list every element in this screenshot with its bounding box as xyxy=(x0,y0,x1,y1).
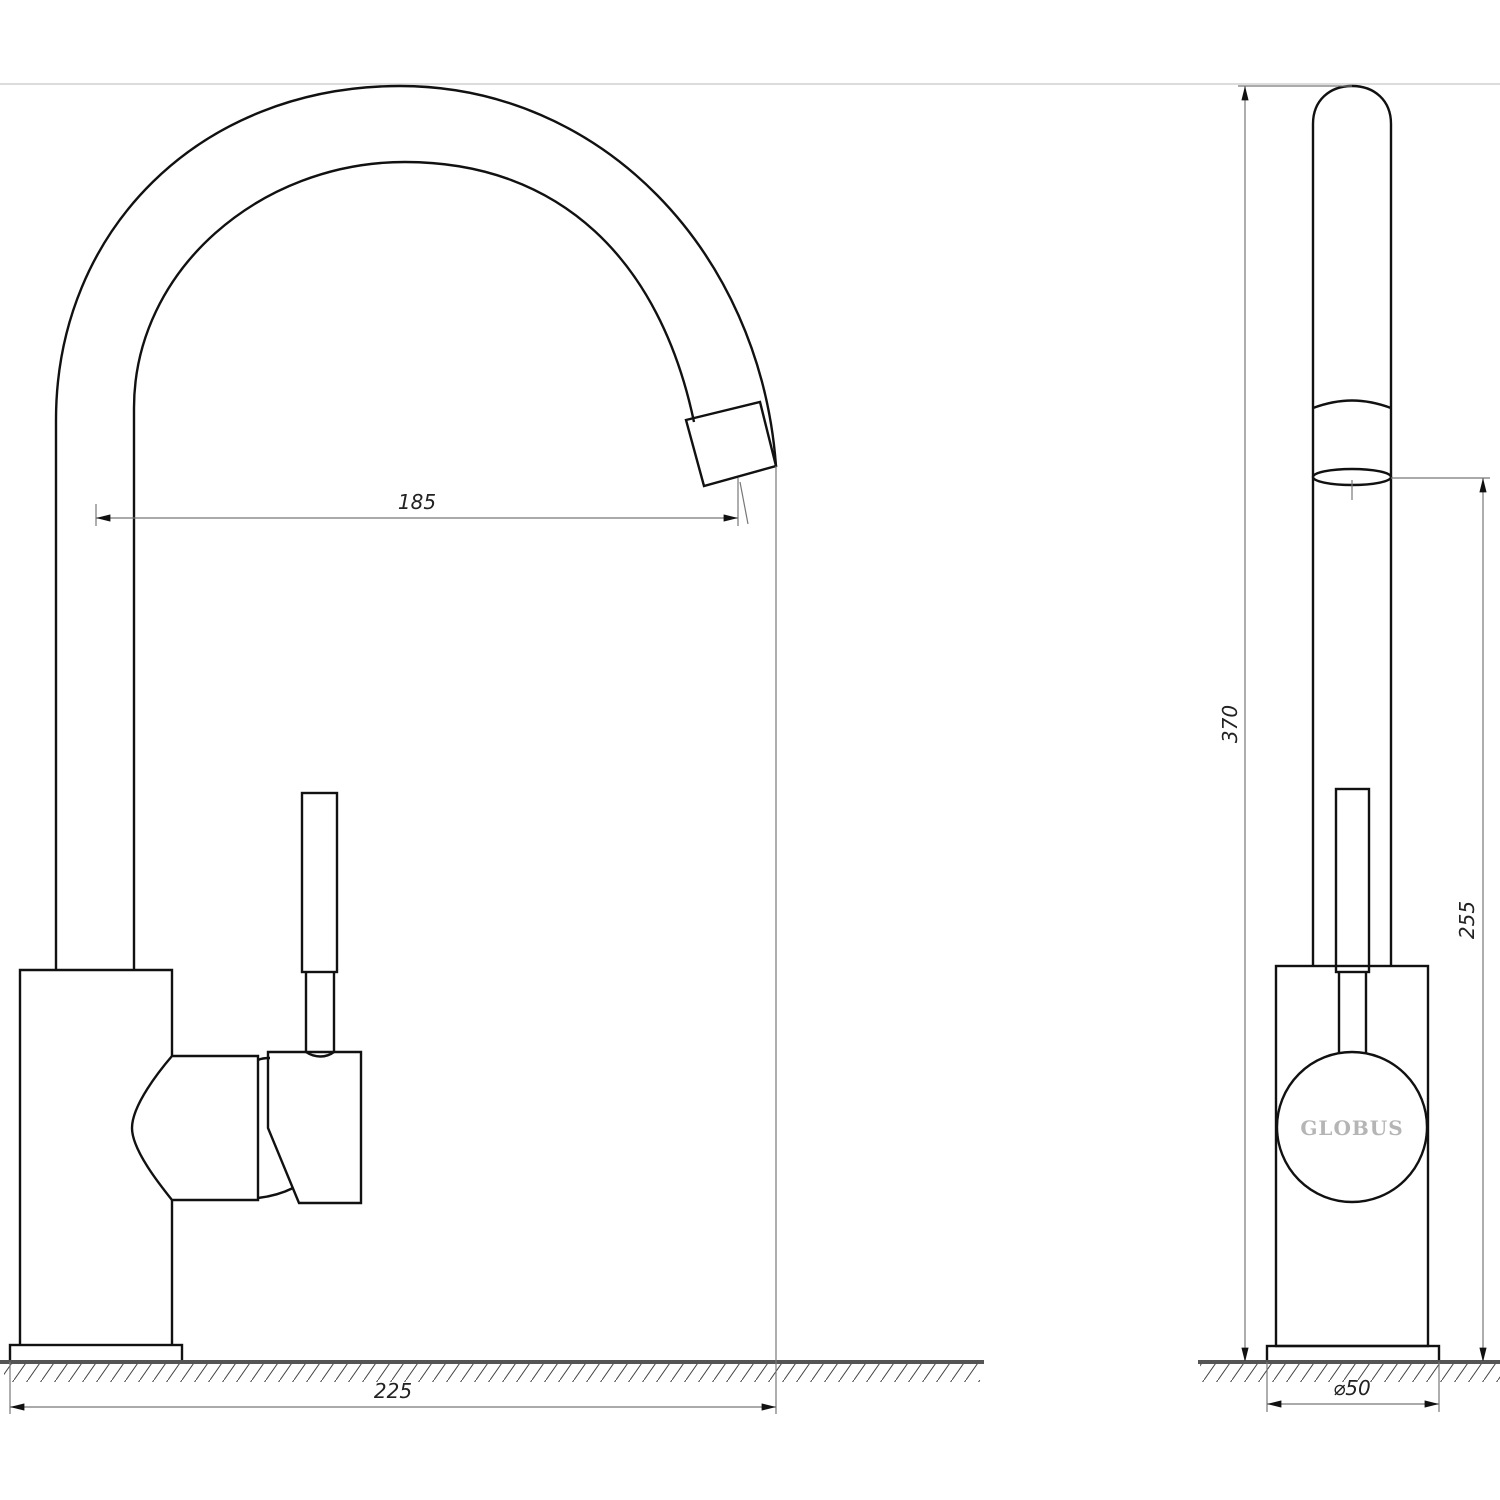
ground-hatch xyxy=(4,1364,980,1382)
lever-front xyxy=(1334,787,1371,974)
spout-front xyxy=(1311,84,1393,966)
lever-stem-front xyxy=(1337,972,1368,1054)
handle-hub xyxy=(130,1054,260,1202)
handle-disc xyxy=(1275,1050,1429,1204)
side-view xyxy=(0,84,984,1414)
front-view: GLOBUS xyxy=(1198,84,1500,1412)
dim-label-spout-reach: 185 xyxy=(398,490,436,514)
lever-block xyxy=(266,1050,363,1205)
lever-stem xyxy=(304,972,336,1058)
aerator xyxy=(684,400,778,488)
aerator-band xyxy=(1312,399,1392,410)
dim-185-flow-line xyxy=(739,481,749,525)
dim-label-overall-depth: 225 xyxy=(374,1379,412,1403)
dim-label-overall-height: 370 xyxy=(1218,705,1242,743)
spout-inner xyxy=(132,160,696,970)
brand-logo: GLOBUS xyxy=(1300,1116,1403,1140)
base-plate-front xyxy=(1265,1344,1441,1364)
ground-hatch-front xyxy=(1200,1364,1500,1382)
dim-label-base-diameter: ⌀50 xyxy=(1333,1376,1371,1400)
base-plate xyxy=(8,1343,184,1364)
body xyxy=(18,968,174,1345)
body-front xyxy=(1274,964,1430,1348)
spout-outer xyxy=(54,84,778,970)
dim-label-outlet-height: 255 xyxy=(1455,901,1479,939)
lever-handle xyxy=(300,791,339,974)
